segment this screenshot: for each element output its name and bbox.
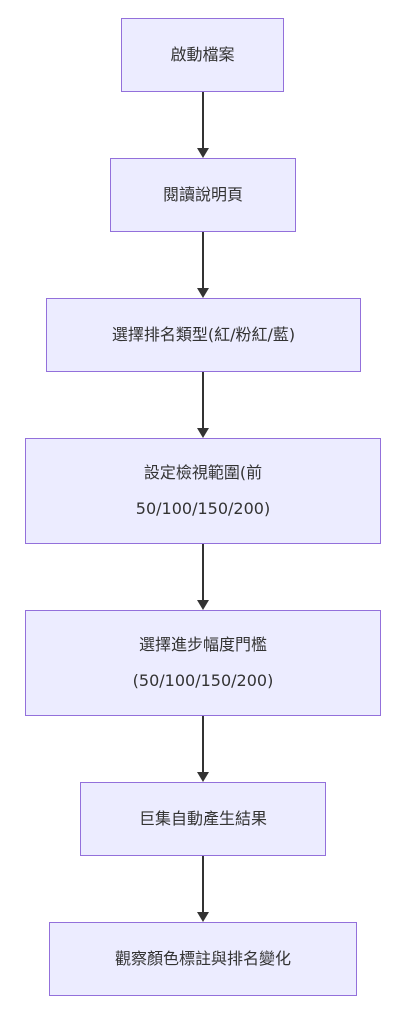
edge-n4-n5 (197, 544, 209, 610)
edge-n6-n7 (197, 856, 209, 922)
node-label: 啟動檔案 (170, 37, 234, 73)
node-select-ranking-type: 選擇排名類型(紅/粉紅/藍) (46, 298, 361, 372)
node-select-progress-threshold: 選擇進步幅度門檻 (50/100/150/200) (25, 610, 381, 716)
edge-n1-n2 (197, 92, 209, 158)
node-macro-generate-results: 巨集自動產生結果 (80, 782, 326, 856)
node-label-line: 50/100/150/200) (135, 499, 271, 518)
node-label-line: 選擇進步幅度門檻 (138, 635, 267, 654)
node-label: 閱讀說明頁 (163, 177, 243, 213)
node-label: 選擇排名類型(紅/粉紅/藍) (112, 317, 295, 353)
node-set-view-range: 設定檢視範圍(前 50/100/150/200) (25, 438, 381, 544)
arrowhead (197, 772, 209, 782)
node-label-line: 觀察顏色標註與排名變化 (114, 949, 291, 968)
node-label-line: (50/100/150/200) (132, 671, 274, 690)
arrowhead (197, 148, 209, 158)
node-read-instructions: 閱讀說明頁 (110, 158, 296, 232)
arrowhead (197, 912, 209, 922)
node-label: 觀察顏色標註與排名變化 (115, 941, 291, 977)
node-label: 設定檢視範圍(前 50/100/150/200) (136, 455, 270, 527)
node-open-file: 啟動檔案 (121, 18, 284, 92)
node-label-line: 選擇排名類型(紅/粉紅/藍) (111, 325, 296, 344)
arrowhead (197, 288, 209, 298)
edge-n2-n3 (197, 232, 209, 298)
node-label: 巨集自動產生結果 (139, 801, 267, 837)
node-observe-color-and-ranking: 觀察顏色標註與排名變化 (49, 922, 357, 996)
node-label-line: 巨集自動產生結果 (138, 809, 267, 828)
node-label-line: 設定檢視範圍(前 (143, 463, 263, 482)
edge-n5-n6 (197, 716, 209, 782)
node-label: 選擇進步幅度門檻 (50/100/150/200) (133, 627, 274, 699)
node-label-line: 啟動檔案 (170, 45, 235, 64)
node-label-line: 閱讀說明頁 (162, 185, 243, 204)
arrowhead (197, 600, 209, 610)
arrowhead (197, 428, 209, 438)
edge-n3-n4 (197, 372, 209, 438)
